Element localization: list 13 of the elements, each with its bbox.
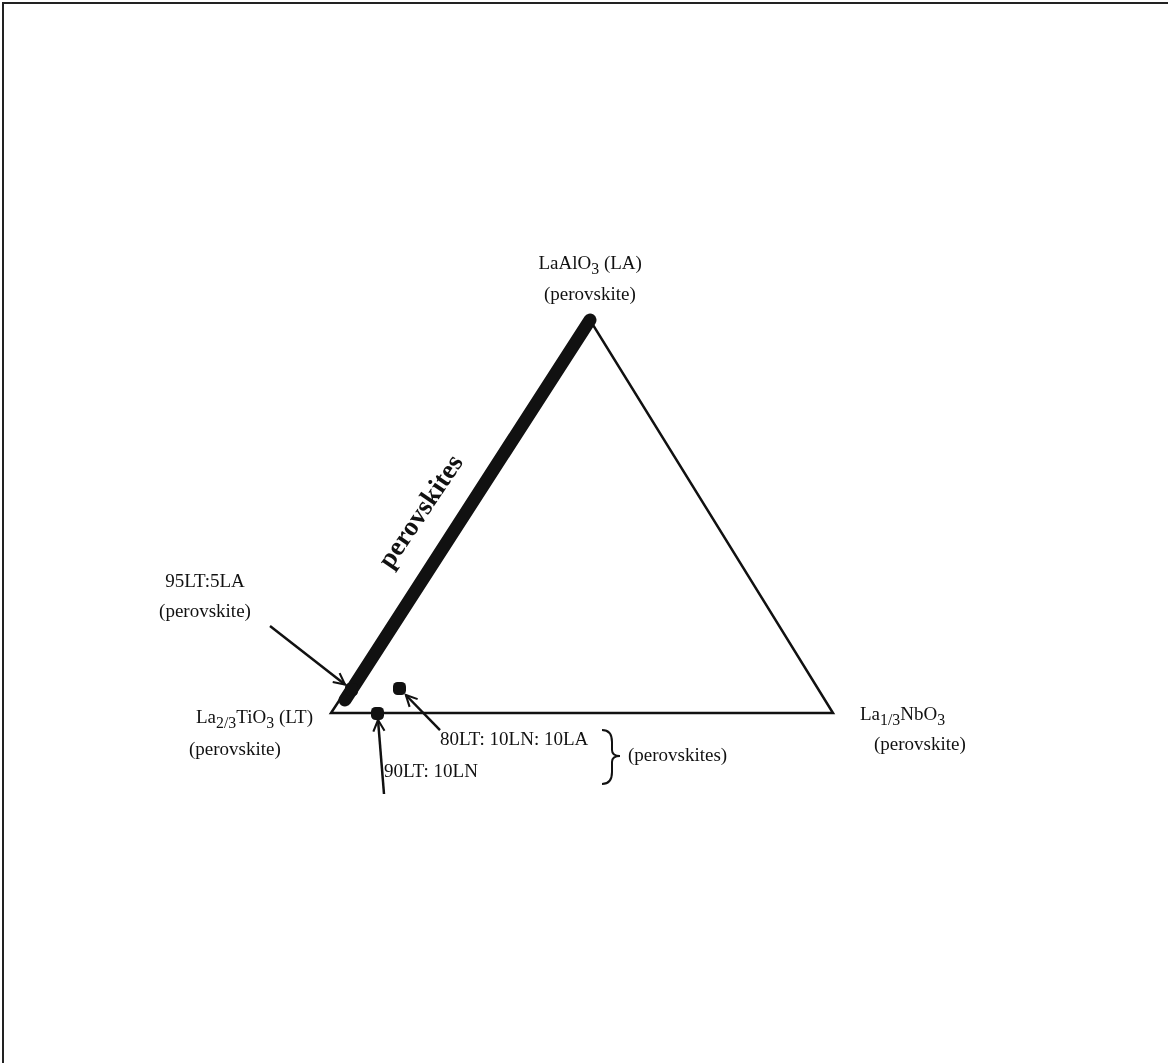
- compound-label: La$_{1/3}$NbO$_{3}$: [860, 703, 946, 730]
- composition-label: 90LT: 10LN: [384, 760, 478, 782]
- leader-arrow: [269, 625, 347, 686]
- phase-label: (perovskite): [189, 738, 281, 760]
- leader-arrow: [372, 718, 386, 795]
- compound-label: La$_{2/3}$TiO$_{3}$ (LT): [196, 706, 314, 733]
- phase-label: (perovskites): [628, 744, 728, 766]
- phase-label: (perovskite): [544, 283, 636, 305]
- phase-label: (perovskite): [158, 599, 252, 623]
- phase-label: (perovskite): [874, 733, 966, 755]
- composition-label: 80LT: 10LN: 10LA: [440, 728, 589, 750]
- composition-label: 95LT:5LA: [164, 569, 246, 593]
- compound-label: LaAlO$_{3}$ (LA): [538, 252, 642, 279]
